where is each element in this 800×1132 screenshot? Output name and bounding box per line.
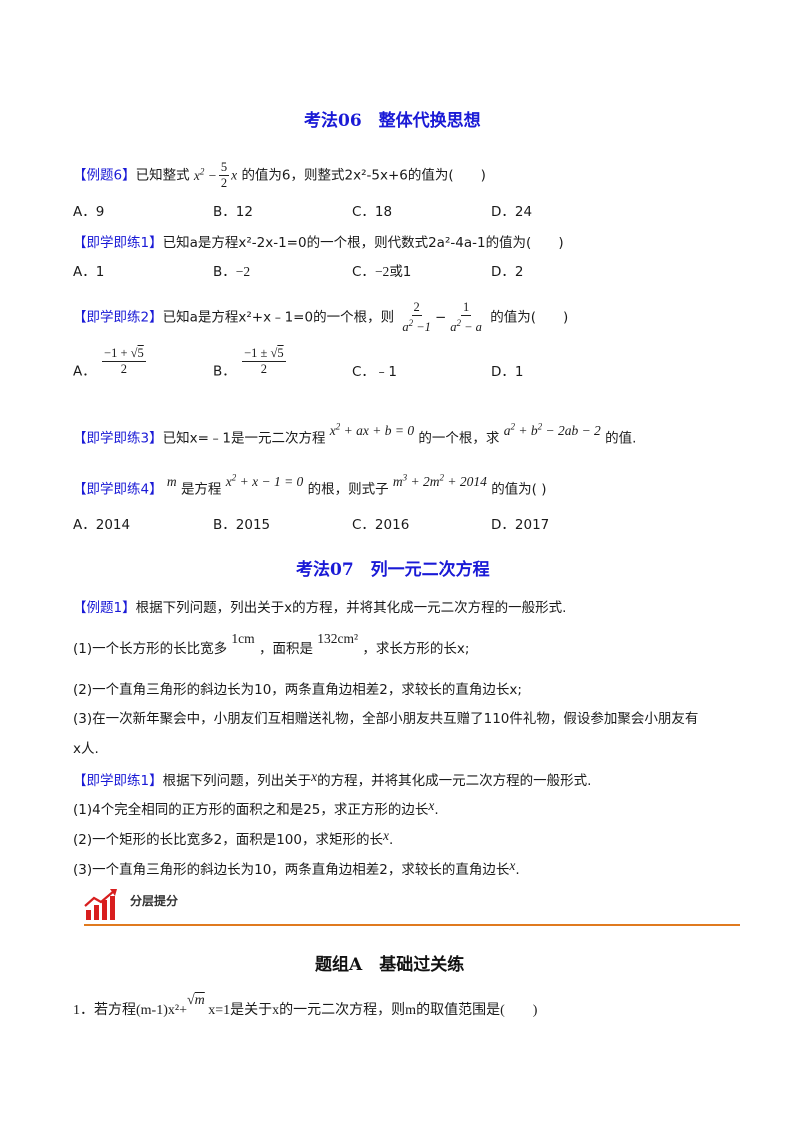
practice-1: 【即学即练1】根据下列问题，列出关于x的方程，并将其化成一元二次方程的一般形式. <box>73 769 592 789</box>
practice-q1: (1)4个完全相同的正方形的面积之和是25，求正方形的边长x. <box>73 798 439 818</box>
formula: x2 + x − 1 = 0 <box>225 472 304 489</box>
option-c: C．﹣1 <box>352 364 398 380</box>
option-c: C．2016 <box>352 517 410 533</box>
option-d: D．1 <box>491 364 524 380</box>
option-c: C．−2或1 <box>352 264 412 280</box>
practice-1: 【即学即练1】已知a是方程x²-2x-1=0的一个根，则代数式2a²-4a-1的… <box>73 235 564 251</box>
section-title-group-a: 题组A 基础过关练 <box>315 955 465 975</box>
formula: x2 − <box>193 166 217 183</box>
example-1: 【例题1】根据下列问题，列出关于x的方程，并将其化成一元二次方程的一般形式. <box>73 600 567 616</box>
option-b: B．2015 <box>213 517 271 533</box>
practice-4: 【即学即练4】 m 是方程 x2 + x − 1 = 0 的根，则式子 m3 +… <box>73 472 547 498</box>
practice-q3: (3)一个直角三角形的斜边长为10，两条直角边相差2，求较长的直角边长x. <box>73 858 520 878</box>
option-b: B．12 <box>213 204 253 220</box>
practice-q2: (2)一个矩形的长比宽多2，面积是100，求矩形的长x. <box>73 828 394 848</box>
example-tag: 【例题6】 <box>73 167 136 184</box>
section-title-06: 考法06 整体代换思想 <box>304 111 481 131</box>
option-d: D．24 <box>491 204 533 220</box>
formula: x2 + ax + b = 0 <box>329 421 415 438</box>
formula: m3 + 2m2 + 2014 <box>392 472 487 489</box>
group-a-question-1: 1．若方程(m-1)x²+√m x=1是关于x的一元二次方程，则m的取值范围是(… <box>73 993 538 1018</box>
question-1: (1)一个长方形的长比宽多 1cm ，面积是 132cm² ，求长方形的长x; <box>73 631 470 657</box>
option-b: B．−2 <box>213 264 251 280</box>
question-3: (3)在一次新年聚会中，小朋友们互相赠送礼物，全部小朋友共互赠了110件礼物，假… <box>73 711 699 727</box>
formula: a2 + b2 − 2ab − 2 <box>503 421 601 438</box>
question-3-cont: x人. <box>73 741 99 757</box>
banner-label: 分层提分 <box>130 894 179 908</box>
chart-up-icon <box>84 888 120 922</box>
option-c: C．18 <box>352 204 393 220</box>
practice-3: 【即学即练3】已知x=﹣1是一元二次方程 x2 + ax + b = 0 的一个… <box>73 421 637 447</box>
option-a: A．2014 <box>73 517 131 533</box>
option-a: A．9 <box>73 204 105 220</box>
section-title-07: 考法07 列一元二次方程 <box>296 560 490 580</box>
banner-divider <box>84 924 740 926</box>
option-d: D．2 <box>491 264 524 280</box>
option-a: A．1 <box>73 264 105 280</box>
question-2: (2)一个直角三角形的斜边长为10，两条直角边相差2，求较长的直角边长x; <box>73 682 522 698</box>
option-d: D．2017 <box>491 517 550 533</box>
